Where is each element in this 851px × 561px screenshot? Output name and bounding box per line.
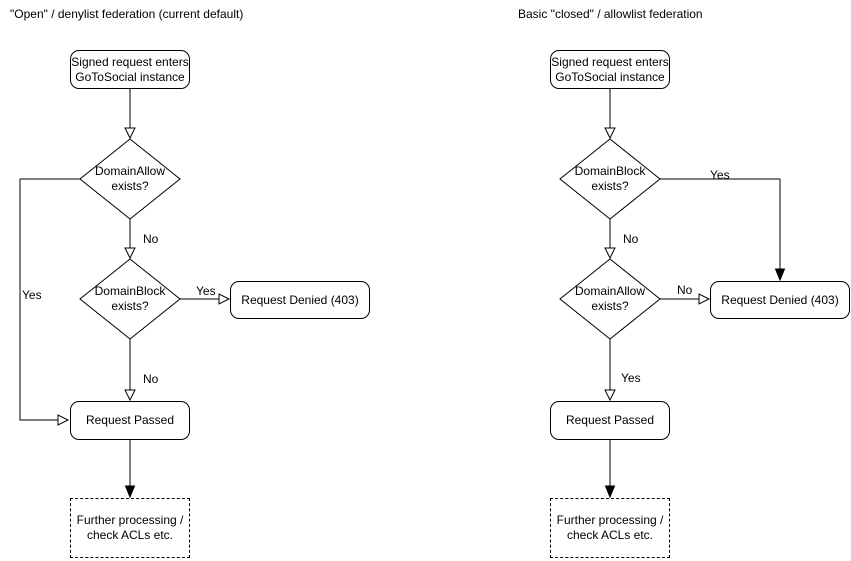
left-label-decision1-yes: Yes — [22, 288, 42, 302]
right-label-decision1-no: No — [623, 232, 639, 246]
edge-decision1-loop-to-passed — [19, 178, 80, 421]
right-label-decision2-no: No — [677, 283, 693, 297]
left-start-node: Signed request enters GoToSocial instanc… — [70, 50, 190, 89]
right-passed-node: Request Passed — [550, 401, 670, 440]
left-flowchart-edges — [19, 89, 231, 499]
right-label-decision1-yes: Yes — [710, 168, 730, 182]
edge-decision1-to-denied — [660, 178, 781, 269]
arrowhead-open-icon — [124, 247, 136, 260]
left-denied-node: Request Denied (403) — [230, 281, 370, 319]
right-decision2-label: DomainAllow exists? — [574, 284, 646, 313]
right-flowchart-edges — [559, 89, 786, 499]
arrowhead-open-icon — [124, 127, 136, 140]
left-passed-node: Request Passed — [70, 401, 190, 440]
arrowhead-open-icon — [698, 293, 711, 305]
right-further-node: Further processing / check ACLs etc. — [550, 498, 670, 558]
arrowhead-open-icon — [604, 389, 616, 402]
left-decision1-label: DomainAllow exists? — [94, 164, 166, 193]
arrowhead-open-icon — [218, 293, 231, 305]
arrowhead-solid-icon — [124, 485, 136, 499]
arrowhead-open-icon — [604, 247, 616, 260]
right-chart-title: Basic "closed" / allowlist federation — [518, 7, 703, 21]
right-denied-node: Request Denied (403) — [710, 281, 850, 319]
arrowhead-solid-icon — [774, 268, 786, 282]
right-start-node: Signed request enters GoToSocial instanc… — [550, 50, 670, 89]
left-chart-title: "Open" / denylist federation (current de… — [10, 7, 244, 21]
left-decision2-label: DomainBlock exists? — [94, 284, 166, 313]
arrowhead-open-icon — [57, 414, 70, 426]
arrowhead-solid-icon — [604, 485, 616, 499]
right-label-decision2-yes: Yes — [621, 371, 641, 385]
right-decision1-label: DomainBlock exists? — [574, 164, 646, 193]
arrowhead-open-icon — [604, 127, 616, 140]
left-label-decision1-no: No — [143, 232, 159, 246]
left-label-decision2-no: No — [143, 372, 159, 386]
left-further-node: Further processing / check ACLs etc. — [70, 498, 190, 558]
arrowhead-open-icon — [124, 389, 136, 402]
left-label-decision2-yes: Yes — [196, 284, 216, 298]
